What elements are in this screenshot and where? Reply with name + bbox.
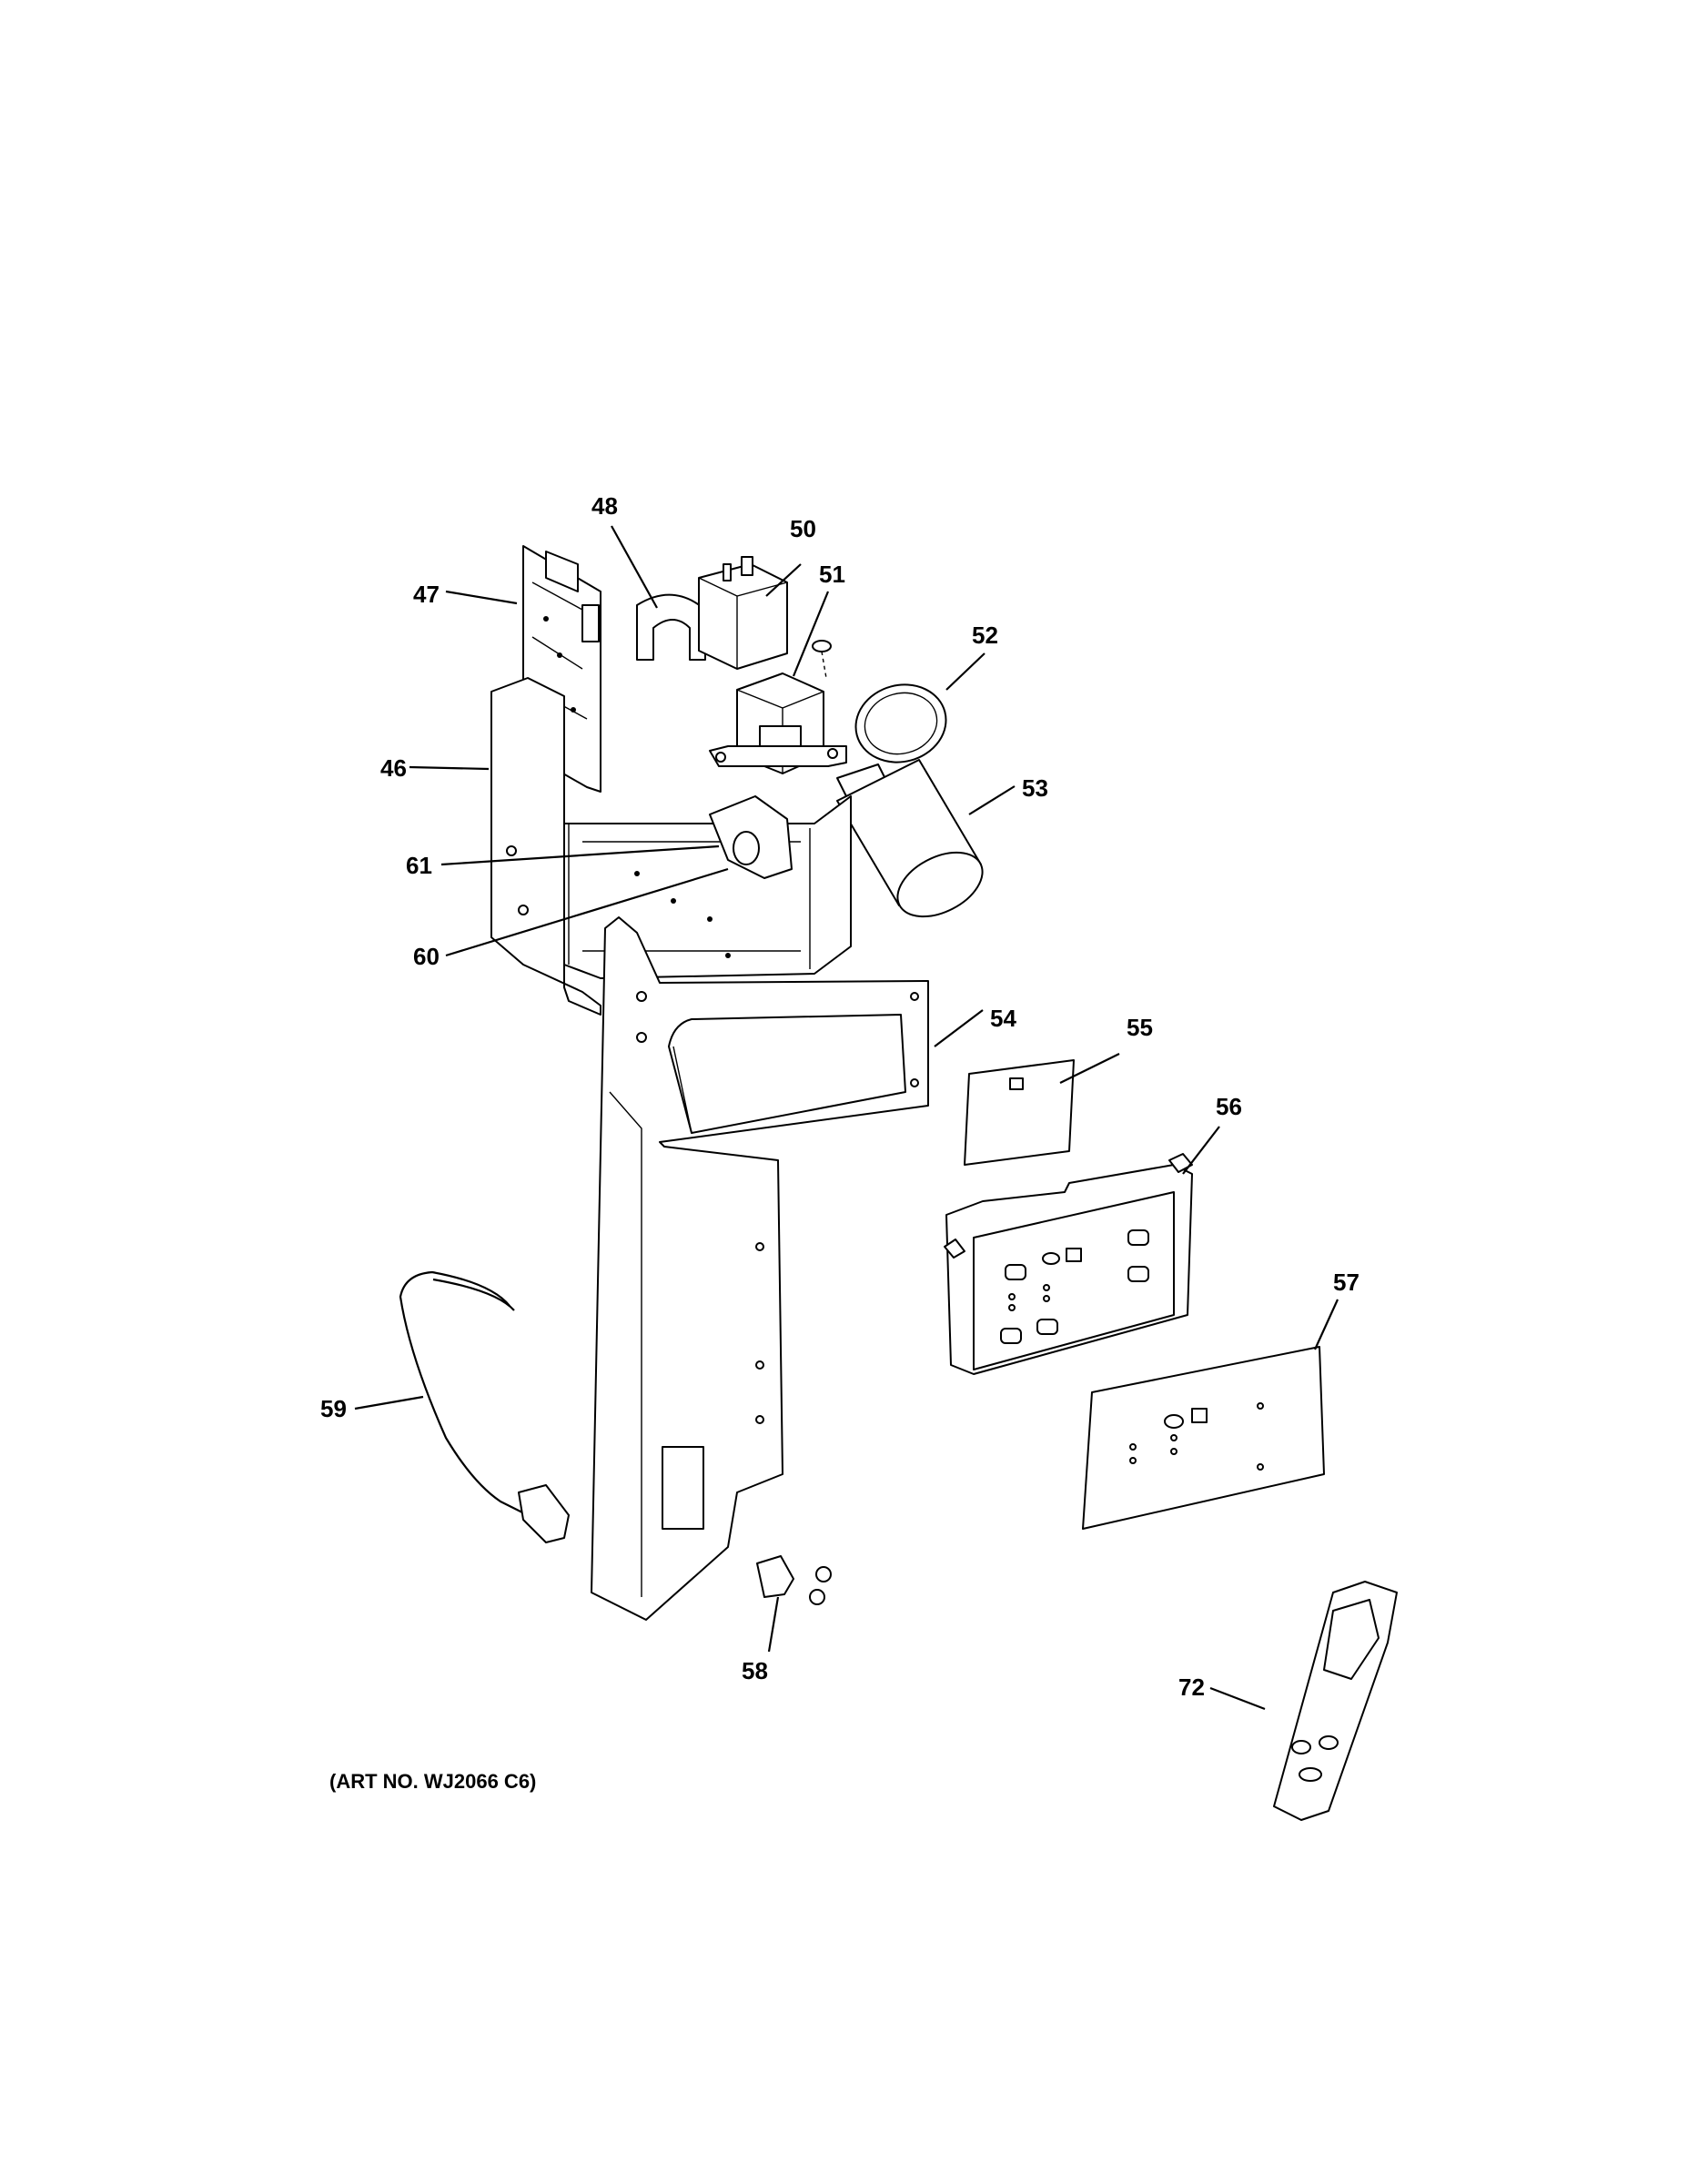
part-56-control-housing — [944, 1153, 1193, 1375]
part-50-relay — [698, 556, 788, 670]
label-51: 51 — [819, 561, 845, 588]
label-56: 56 — [1216, 1093, 1242, 1120]
label-72: 72 — [1178, 1673, 1205, 1701]
label-46: 46 — [380, 754, 407, 782]
part-59-power-cord — [399, 1270, 570, 1543]
leader-lines — [354, 525, 1339, 1711]
part-58-cord-clamp — [756, 1555, 832, 1605]
label-53: 53 — [1022, 774, 1048, 802]
label-59: 59 — [320, 1395, 347, 1422]
label-54: 54 — [990, 1005, 1016, 1032]
label-60: 60 — [413, 943, 440, 970]
screw-51 — [812, 640, 832, 679]
part-54-front-panel — [591, 916, 929, 1621]
label-48: 48 — [591, 492, 618, 520]
label-52: 52 — [972, 622, 998, 649]
art-number-caption: (ART NO. WJ2066 C6) — [329, 1770, 536, 1793]
label-50: 50 — [790, 515, 816, 542]
label-47: 47 — [413, 581, 440, 608]
label-58: 58 — [742, 1657, 768, 1684]
part-53-capacitor — [836, 759, 984, 918]
label-61: 61 — [406, 852, 432, 879]
label-55: 55 — [1127, 1014, 1153, 1041]
part-52-strap — [836, 683, 947, 797]
part-55-film — [964, 1059, 1075, 1166]
label-57: 57 — [1333, 1269, 1359, 1296]
part-48-grommet — [636, 593, 706, 661]
part-57-overlay — [1082, 1346, 1325, 1530]
part-60-61-clamp — [709, 795, 793, 879]
part-51-transformer — [709, 672, 847, 774]
part-72-remote — [1273, 1581, 1398, 1821]
